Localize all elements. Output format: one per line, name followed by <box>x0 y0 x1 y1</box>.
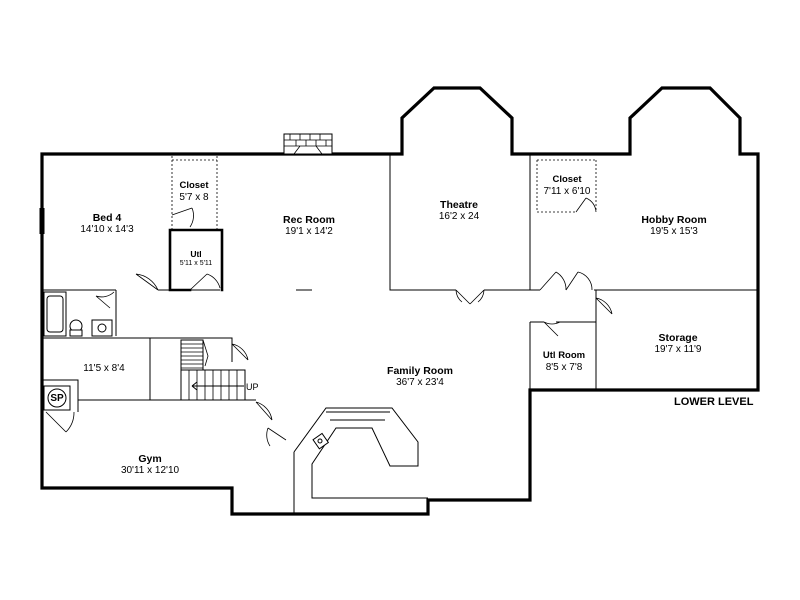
closet1-outline <box>171 156 218 230</box>
stair-door <box>231 343 249 361</box>
theatre-doors <box>455 289 485 305</box>
stair-up-label: UP <box>246 382 259 392</box>
exterior-wall <box>40 86 760 516</box>
sink-icon <box>91 319 113 337</box>
hobby-doors <box>539 271 593 291</box>
sp-closet-wall <box>41 379 79 412</box>
bar-counter <box>293 407 428 514</box>
storage-door <box>595 297 613 315</box>
bar-inner <box>326 411 390 421</box>
bath-door <box>95 291 115 309</box>
closet2-door <box>575 197 597 213</box>
toilet-icon <box>69 319 83 337</box>
sump-pump-icon <box>47 388 67 408</box>
gym-door-2 <box>266 427 287 447</box>
utl-door <box>189 273 221 291</box>
utl-room-door <box>543 321 561 337</box>
sp-door <box>45 411 75 433</box>
closet1-door <box>171 207 194 228</box>
window-icon <box>39 208 45 234</box>
gym-door-1 <box>255 401 273 421</box>
bathtub-icon <box>43 291 67 337</box>
closet2-outline <box>536 159 597 213</box>
sump-pump-label: SP <box>50 393 64 404</box>
fireplace-icon <box>283 133 333 155</box>
storage-utl-walls <box>529 290 597 390</box>
bar-sink-icon <box>312 432 330 450</box>
stairs-icon <box>180 339 246 401</box>
bed4-door <box>135 273 159 291</box>
room-label-bath: 11'5 x 8'4 <box>83 363 125 374</box>
utl-walls <box>168 228 224 292</box>
level-label: LOWER LEVEL <box>674 396 754 408</box>
